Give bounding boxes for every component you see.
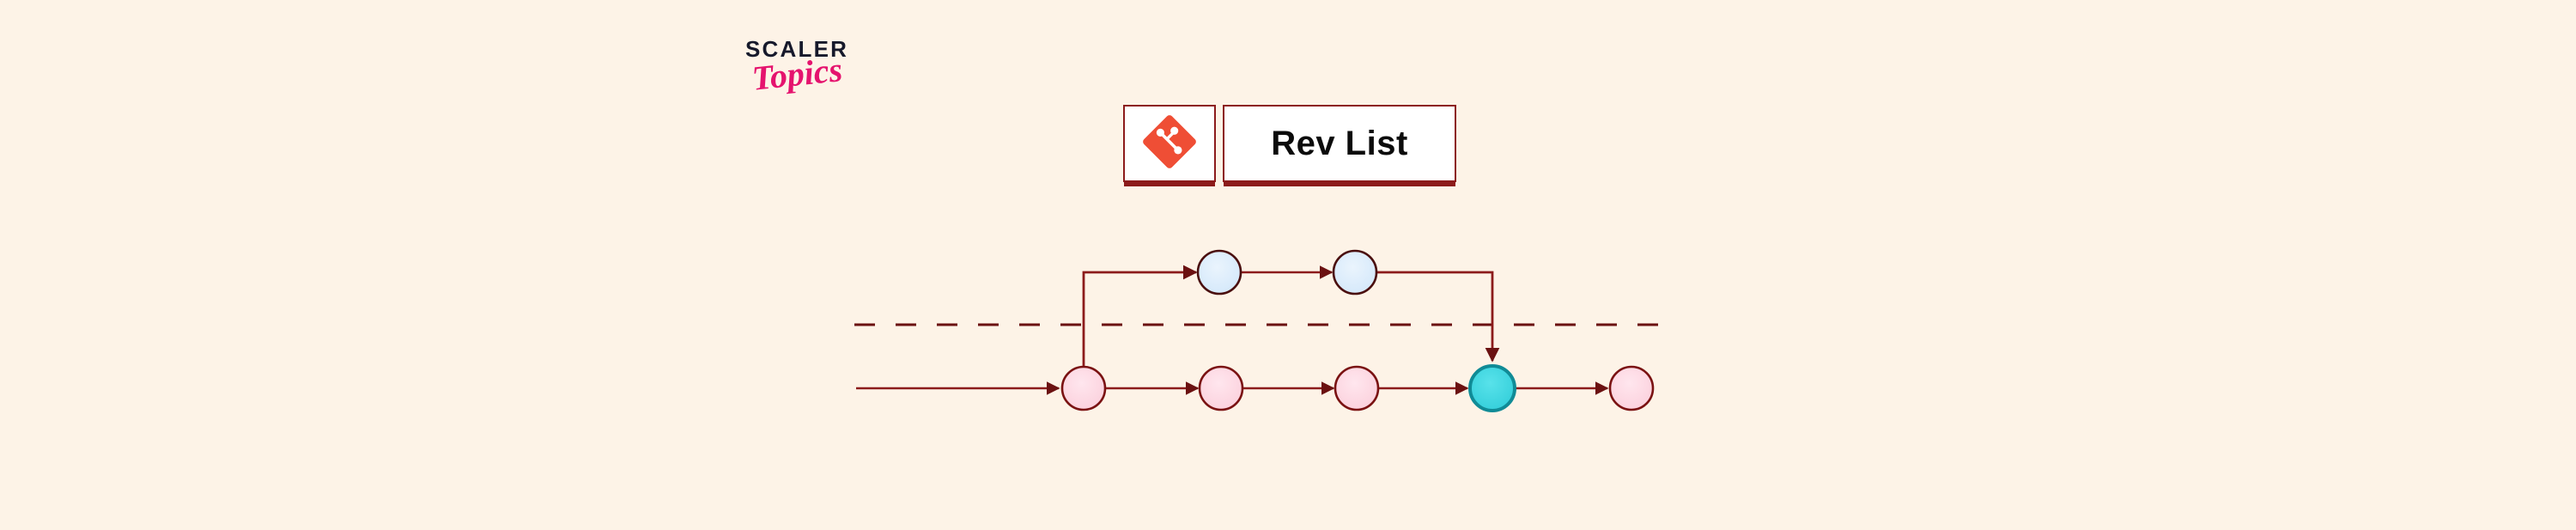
page-title: Rev List <box>1271 124 1408 162</box>
scaler-topics-logo: SCALER Topics <box>745 38 883 115</box>
brand-primary-text: SCALER <box>745 36 849 62</box>
commit-node-main-3[interactable] <box>1334 365 1380 411</box>
git-logo-icon <box>1142 114 1197 174</box>
title-header: Rev List <box>1123 105 1456 182</box>
merge-descender-connector <box>1376 271 1500 362</box>
commit-node-feature-1[interactable] <box>1196 249 1242 295</box>
commit-node-main-2[interactable] <box>1198 365 1244 411</box>
commit-node-main-1[interactable] <box>1060 365 1107 411</box>
branch-riser-connector <box>1082 265 1198 388</box>
commit-node-merge[interactable] <box>1468 364 1516 412</box>
rev-list-title-box: Rev List <box>1223 105 1456 182</box>
commit-node-main-5[interactable] <box>1608 365 1655 411</box>
commit-node-feature-2[interactable] <box>1332 249 1378 295</box>
git-logo-box <box>1123 105 1216 182</box>
